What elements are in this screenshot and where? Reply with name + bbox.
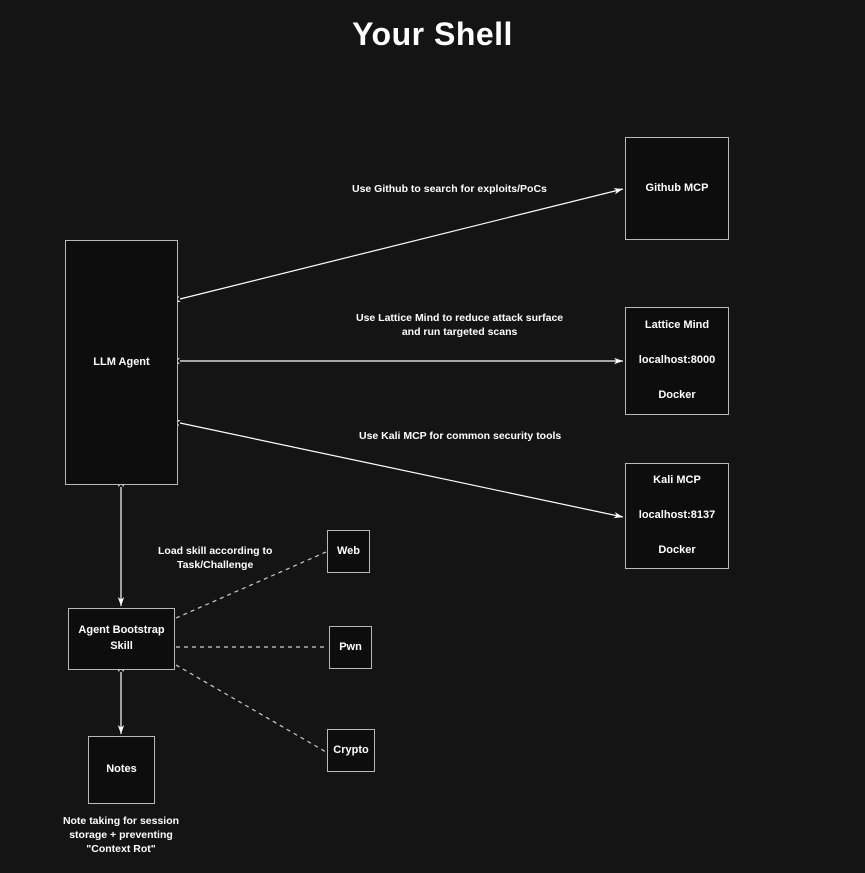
node-notes-label: Notes [106, 763, 137, 776]
node-llm-agent[interactable]: LLM Agent [65, 240, 178, 485]
notes-caption: Note taking for session storage + preven… [62, 815, 180, 856]
node-skill-web-label: Web [336, 544, 361, 557]
node-bootstrap-skill-line2: Skill [110, 640, 133, 652]
edge-llm-agent-to-github-mcp [171, 188, 624, 303]
node-skill-pwn-label: Pwn [339, 640, 362, 653]
edge-label-lattice-mind: Use Lattice Mind to reduce attack surfac… [356, 312, 564, 339]
edge-bootstrap-skill-to-crypto [175, 664, 327, 753]
node-bootstrap-skill-line1: Agent Bootstrap [78, 624, 165, 637]
node-github-mcp[interactable]: Github MCP [625, 137, 729, 240]
edge-label-kali-mcp: Use Kali MCP for common security tools [359, 430, 562, 442]
edge-label-load-skill: Load skill according to Task/Challenge [158, 545, 273, 572]
node-lattice-mind[interactable]: Lattice Mind localhost:8000 Docker [625, 307, 729, 415]
node-lattice-mind-runtime: Docker [658, 388, 696, 401]
node-skill-web[interactable]: Web [327, 530, 370, 573]
node-skill-crypto[interactable]: Crypto [327, 729, 375, 772]
node-agent-bootstrap-skill[interactable]: Agent Bootstrap Skill [68, 608, 175, 670]
node-notes[interactable]: Notes [88, 736, 155, 804]
node-github-mcp-label: Github MCP [645, 181, 709, 194]
node-lattice-mind-title: Lattice Mind [644, 319, 710, 332]
node-skill-crypto-label: Crypto [333, 743, 369, 756]
edge-label-github: Use Github to search for exploits/PoCs [352, 183, 547, 195]
node-llm-agent-label: LLM Agent [93, 355, 150, 368]
node-lattice-mind-address: localhost:8000 [638, 354, 716, 367]
page-title: Your Shell [352, 16, 513, 52]
node-kali-mcp-runtime: Docker [658, 543, 696, 556]
node-kali-mcp-address: localhost:8137 [638, 509, 716, 522]
node-kali-mcp[interactable]: Kali MCP localhost:8137 Docker [625, 463, 729, 569]
node-kali-mcp-title: Kali MCP [653, 474, 701, 487]
node-skill-pwn[interactable]: Pwn [329, 626, 372, 669]
